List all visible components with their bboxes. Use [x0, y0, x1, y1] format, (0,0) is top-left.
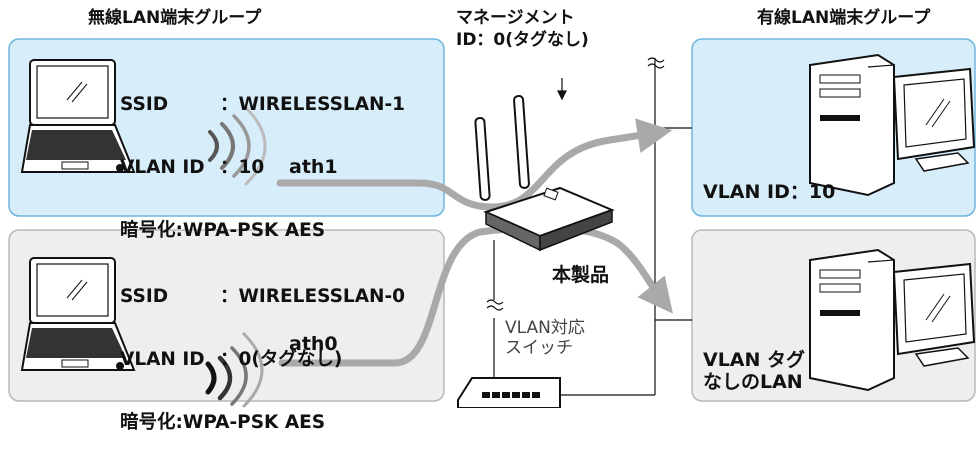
- vlan-network-diagram: 無線LAN端末グループ SSID：WIRELESSLAN-1 VLAN ID：1…: [8, 7, 976, 433]
- untagged-pc-label: VLAN タグ なしのLAN: [703, 349, 805, 393]
- untagged-line-1: VLAN タグ: [703, 349, 806, 371]
- management-line-2: ID：0(タグなし): [456, 30, 589, 50]
- untagged-line-2: なしのLAN: [703, 371, 803, 393]
- management-arrow: [557, 78, 567, 101]
- switch-label: VLAN対応 スイッチ: [505, 318, 585, 358]
- encryption-label: 暗号化: [120, 220, 176, 241]
- ssid-label: SSID: [120, 94, 169, 115]
- ssid-value: ：WIRELESSLAN-1: [220, 94, 406, 115]
- wireless-terminal-0-info: SSID ：WIRELESSLAN-0 VLAN ID ：0(タグなし) 暗号化:W…: [120, 244, 405, 454]
- vlan-id-label: VLAN ID: [120, 349, 205, 370]
- vlan10-pc-label: VLAN ID：10: [703, 181, 836, 203]
- switch-line-2: スイッチ: [505, 338, 573, 358]
- product-label: 本製品: [552, 264, 610, 286]
- diagram-canvas: [8, 38, 976, 408]
- management-line-1: マネージメント: [456, 8, 575, 28]
- wireless-terminal-1-info: SSID ：WIRELESSLAN-1 VLAN ID ：10 暗号化:WPA-PS…: [120, 52, 405, 262]
- vlan-id-value: ：0(タグなし): [220, 349, 343, 370]
- switch-line-1: VLAN対応: [505, 318, 585, 338]
- encryption-value: :WPA-PSK AES: [175, 412, 326, 433]
- wireless-wave-icon-1: [208, 106, 267, 186]
- management-id-label: マネージメント ID：0(タグなし): [456, 7, 589, 51]
- ssid-value: ：WIRELESSLAN-0: [220, 286, 406, 307]
- ssid-label: SSID: [120, 286, 169, 307]
- interface-ath0: ath0: [289, 333, 338, 355]
- line-break-marks: [486, 57, 665, 311]
- vlan-id-value: ：10: [220, 157, 265, 178]
- desktop-pc-untagged: [809, 248, 976, 392]
- wired-group-title: 有線LAN端末グループ: [757, 8, 931, 28]
- laptop-1: [20, 59, 136, 173]
- wired-lines: [493, 58, 692, 396]
- wireless-wave-icon-0: [205, 332, 264, 408]
- desktop-pc-vlan10: [809, 53, 976, 197]
- interface-ath1: ath1: [289, 156, 338, 178]
- encryption-label: 暗号化: [120, 412, 176, 433]
- encryption-value: :WPA-PSK AES: [175, 220, 326, 241]
- vlan-switch-device: [457, 377, 561, 408]
- vlan-id-label: VLAN ID: [120, 157, 205, 178]
- access-point-device: [474, 95, 615, 252]
- laptop-0: [20, 257, 136, 371]
- wireless-group-title: 無線LAN端末グループ: [88, 8, 262, 28]
